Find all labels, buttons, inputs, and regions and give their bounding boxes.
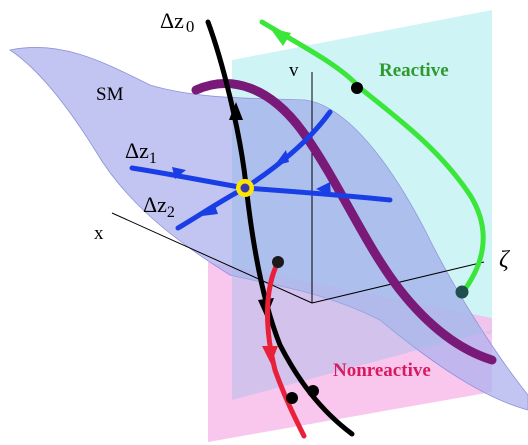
- x-axis-label: x: [94, 223, 104, 244]
- dz0-curve: [205, 19, 355, 437]
- dz1-label: Δz1: [125, 138, 157, 167]
- reactive-end-dot: [351, 82, 363, 94]
- purple-curve: [191, 79, 497, 365]
- nonreactive-label: Nonreactive: [333, 360, 431, 381]
- nonreactive-curve: [265, 259, 307, 439]
- nonreactive-arrow: [262, 346, 278, 364]
- saddle-point-core: [240, 183, 250, 193]
- upper-arrow: [274, 150, 289, 166]
- v-axis-label: v: [289, 60, 299, 81]
- zeta-axis-label: ζ: [499, 247, 511, 273]
- manifold-branch-dz1: [129, 165, 248, 191]
- reactive-curve: [259, 19, 486, 296]
- dz1-arrow: [172, 167, 186, 179]
- manifold-branch-right: [242, 185, 393, 203]
- reactive-arrow: [270, 28, 291, 46]
- dz2-label: Δz2: [143, 192, 175, 221]
- nonreactive-end-dot: [286, 392, 298, 404]
- reactive-label: Reactive: [379, 60, 449, 81]
- nonreactive-start-dot: [272, 256, 284, 268]
- x-axis-line: [111, 212, 313, 304]
- dz2-arrow: [202, 203, 218, 216]
- reactive-start-dot: [455, 285, 469, 299]
- right-arrow: [316, 182, 331, 196]
- manifold-branch-upper: [242, 109, 333, 191]
- dz0-end-dot: [307, 385, 319, 397]
- sm-label: SM: [96, 84, 124, 105]
- dz0-arrow-up: [229, 102, 243, 120]
